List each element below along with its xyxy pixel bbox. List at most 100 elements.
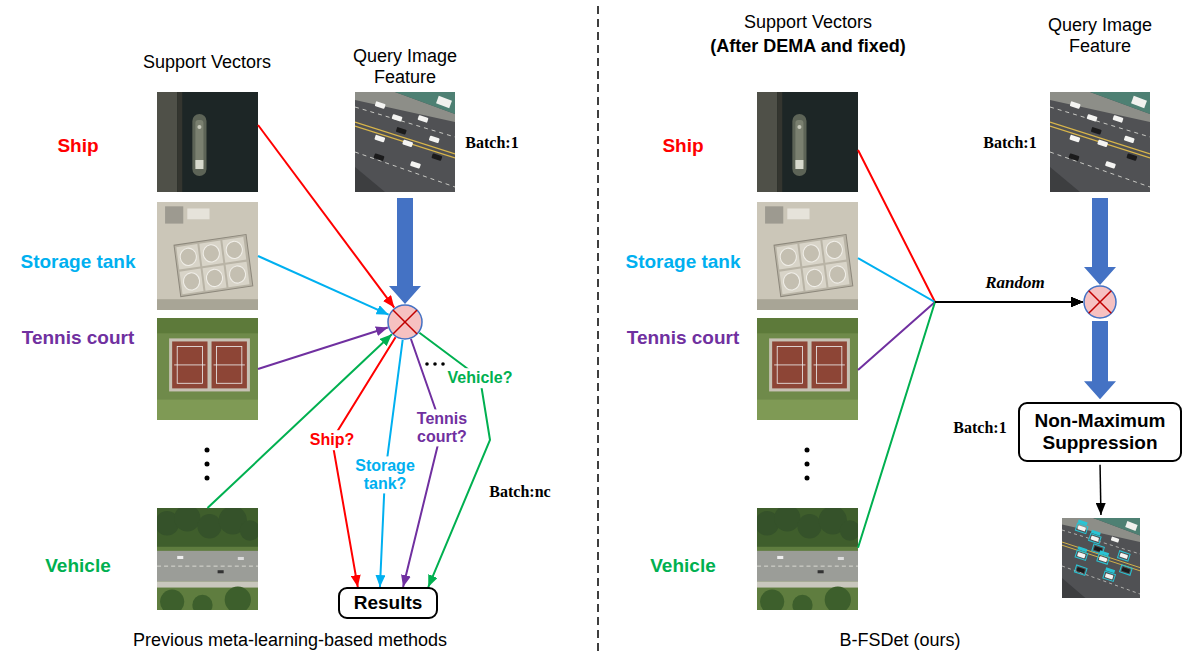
ellipsis-dot — [805, 462, 810, 467]
ellipsis-dot — [205, 448, 210, 453]
ellipsis-dot — [805, 448, 810, 453]
connector — [258, 125, 394, 308]
box-text: Results — [354, 592, 423, 614]
edge-label-holder: Vehicle? — [446, 368, 515, 388]
panel-caption: B-FSDet (ours) — [839, 630, 960, 651]
result-image — [1062, 518, 1140, 598]
connector — [858, 150, 1083, 302]
query-image — [1050, 92, 1150, 192]
vehicle-image — [755, 505, 860, 615]
query-image: Query Image FeatureBatch:1 — [1050, 92, 1150, 192]
text-holder: Tennis court — [627, 327, 740, 349]
support-image: Ship — [157, 92, 258, 192]
class-label: Vehicle — [45, 555, 111, 577]
nms-box: Non-Maximum Suppression — [1018, 402, 1182, 462]
support-image: Vehicle — [157, 508, 258, 610]
box-text: Non-Maximum Suppression — [1030, 410, 1170, 454]
label-holder: Batch:nc — [489, 483, 550, 501]
support-image: Storage tank — [157, 202, 258, 310]
label-holder: (After DEMA and fixed) — [710, 36, 905, 57]
label-holder: Support Vectors — [744, 12, 872, 33]
detection-tag — [1091, 530, 1101, 536]
edge-label: Ship? — [308, 430, 356, 450]
support-image: Ship — [757, 92, 858, 192]
ellipsis-dot — [441, 362, 445, 366]
class-label: Ship — [662, 135, 703, 157]
multiply-symbol — [387, 304, 423, 340]
label-holder: B-FSDet (ours) — [839, 630, 960, 651]
class-label: Vehicle — [650, 555, 716, 577]
multiply-symbol — [1083, 285, 1117, 319]
detection-box — [1120, 565, 1133, 575]
edge-label: Vehicle? — [446, 368, 515, 388]
multiply-circle — [1084, 286, 1116, 318]
line-note: Random — [985, 273, 1045, 293]
query-image: Query Image FeatureBatch:1 — [355, 92, 455, 192]
label-holder: Random — [985, 273, 1045, 293]
vehicle-image — [155, 505, 260, 615]
text-holder: Query Image Feature — [345, 46, 465, 87]
ship-image — [757, 92, 858, 192]
ellipsis-dot — [205, 476, 210, 481]
edge-label: Storage tank? — [347, 456, 423, 493]
multiply-cross — [1089, 291, 1112, 314]
edge-label: Tennis court? — [408, 409, 476, 446]
text-holder: Results — [354, 592, 423, 614]
detection-tag — [1105, 567, 1115, 573]
support-image: Storage tank — [757, 202, 858, 310]
text-holder: Query Image Feature — [1040, 15, 1160, 56]
tennis-court-image — [157, 318, 258, 420]
connector — [1099, 465, 1101, 515]
detection-tag — [1099, 550, 1109, 556]
text-holder: Non-Maximum Suppression — [1030, 410, 1170, 454]
label-holder: Previous meta-learning-based methods — [133, 630, 447, 651]
ellipsis-dot — [205, 462, 210, 467]
class-label: Tennis court — [22, 327, 135, 349]
connector — [258, 256, 389, 315]
class-label: Storage tank — [20, 251, 135, 273]
multiply-cross — [393, 310, 417, 334]
column-subheading: (After DEMA and fixed) — [710, 36, 905, 57]
batch-note: Batch:1 — [983, 134, 1036, 152]
class-label: Storage tank — [625, 251, 740, 273]
text-holder: Vehicle — [45, 555, 111, 577]
label-holder: Support Vectors — [143, 52, 271, 73]
panel-caption: Previous meta-learning-based methods — [133, 630, 447, 651]
ellipsis-dot — [425, 362, 429, 366]
text-holder: Tennis court — [22, 327, 135, 349]
storage-tank-image — [157, 202, 258, 310]
detection-boxes — [1063, 519, 1140, 588]
edge-label-holder: Storage tank? — [347, 456, 423, 493]
column-heading: Support Vectors — [143, 52, 271, 73]
connector — [858, 258, 1083, 302]
column-heading: Support Vectors — [744, 12, 872, 33]
support-image: Tennis court — [757, 318, 858, 420]
class-label: Ship — [57, 135, 98, 157]
detection-box — [1074, 565, 1087, 575]
text-holder: Storage tank — [20, 251, 135, 273]
multiply-node — [1083, 285, 1117, 319]
ellipsis-dot — [433, 362, 437, 366]
ship-image — [157, 92, 258, 192]
column-heading: Query Image Feature — [1040, 15, 1160, 56]
text-holder: Vehicle — [650, 555, 716, 577]
detection-result-image — [1062, 518, 1141, 598]
support-image: Vehicle — [757, 508, 858, 610]
divider-line — [597, 6, 599, 652]
text-holder: Storage tank — [625, 251, 740, 273]
text-holder: Batch:1 — [465, 134, 518, 152]
label-holder: Batch:1 — [953, 419, 1006, 437]
column-heading: Query Image Feature — [345, 46, 465, 87]
class-label: Tennis court — [627, 327, 740, 349]
edge-label-holder: Ship? — [308, 430, 356, 450]
multiply-circle — [388, 305, 422, 339]
block-arrow — [1084, 198, 1116, 285]
detection-box — [1118, 551, 1131, 561]
detection-tag — [1078, 546, 1088, 552]
ellipsis-dot — [805, 476, 810, 481]
text-holder: Ship — [57, 135, 98, 157]
connector — [858, 302, 1083, 370]
multiply-node — [387, 304, 423, 340]
